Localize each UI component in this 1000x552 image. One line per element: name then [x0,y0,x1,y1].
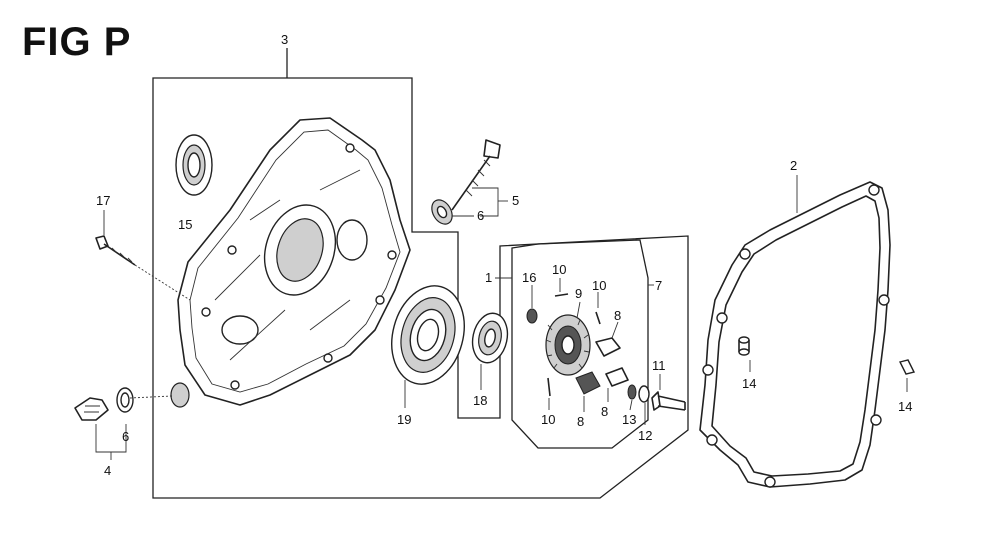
assembly-frame-3 [152,77,689,499]
figure-title: FIG P [22,20,132,64]
label-11: 11 [652,358,666,373]
label-7: 7 [655,278,662,293]
label-13: 13 [622,412,636,427]
label-4: 4 [104,463,111,478]
pump-assembly-bracket [511,239,649,449]
governor-shaft-11 [651,391,686,411]
label-9: 9 [575,286,582,301]
washer-6-left [116,387,134,413]
label-6-gauge: 6 [477,208,484,223]
pin-10-right [595,311,601,325]
label-19: 19 [397,412,411,427]
drain-boss [170,382,190,408]
label-17: 17 [96,193,110,208]
oil-seal-15 [175,134,213,196]
crankcase-cover [177,117,411,406]
bracket-5 [472,187,499,217]
washer-6-gauge [431,199,453,225]
leader-8-top [611,321,619,339]
cover-gasket-2 [699,181,891,488]
label-5: 5 [512,193,519,208]
governor-weight-8-right [605,367,629,387]
label-10-top: 10 [552,262,566,277]
label-3: 3 [281,32,288,47]
governor-weight-8-top [595,337,621,357]
ball-bearing-18 [471,312,509,364]
label-12: 12 [638,428,652,443]
governor-weight-8-left [575,371,601,395]
label-8-top: 8 [614,308,621,323]
label-8-left: 8 [577,414,584,429]
label-18: 18 [473,393,487,408]
label-16: 16 [522,270,536,285]
clip-13 [627,384,637,400]
flange-bolt-17 [95,235,136,266]
label-15: 15 [178,217,192,232]
label-10-bottom: 10 [541,412,555,427]
washer-12 [638,385,650,403]
oil-level-gauge-5 [451,139,501,211]
pin-10-bottom [547,377,551,397]
governor-gear-9 [545,314,591,376]
ball-bearing-19 [391,285,465,385]
label-14-right: 14 [898,399,912,414]
leader-13 [629,399,633,411]
label-2: 2 [790,158,797,173]
label-14-left: 14 [742,376,756,391]
leader-17-axis [134,264,191,301]
dowel-pin-14-left [738,336,750,356]
pin-10-top [554,293,569,297]
dowel-pin-14-right [898,359,916,375]
label-8-right: 8 [601,404,608,419]
leader-plug-axis [129,395,173,399]
label-6-left: 6 [122,429,129,444]
oil-filler-plug-4 [74,397,109,421]
label-1: 1 [485,270,492,285]
leader-9 [576,301,581,319]
dowel-pin-16 [526,308,538,324]
label-10-right: 10 [592,278,606,293]
